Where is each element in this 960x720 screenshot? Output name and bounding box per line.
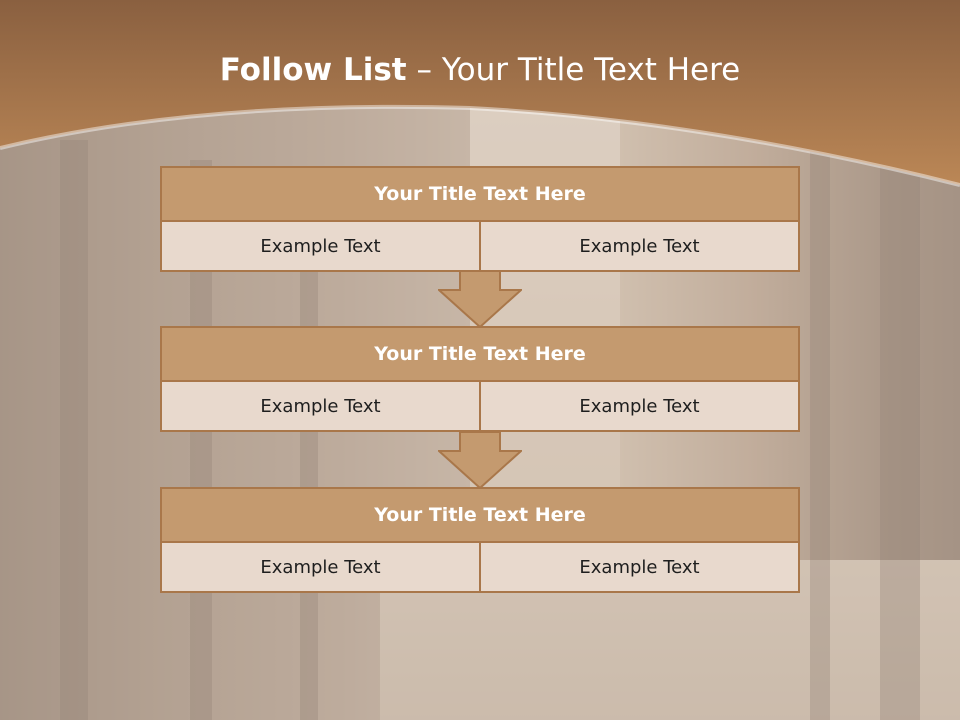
step-row: Example Text Example Text <box>160 222 800 272</box>
header-band <box>0 0 960 187</box>
step-row: Example Text Example Text <box>160 543 800 593</box>
step-row: Example Text Example Text <box>160 382 800 432</box>
slide-title: Follow List – Your Title Text Here <box>0 52 960 88</box>
step-block-2: Your Title Text Here Example Text Exampl… <box>160 326 800 432</box>
step-title: Your Title Text Here <box>160 326 800 382</box>
slide-title-rest: – Your Title Text Here <box>406 52 741 88</box>
down-arrow-icon <box>438 431 522 489</box>
slide-title-bold: Follow List <box>219 52 407 88</box>
step-block-1: Your Title Text Here Example Text Exampl… <box>160 166 800 272</box>
step-cell-left: Example Text <box>160 543 481 593</box>
step-title: Your Title Text Here <box>160 166 800 222</box>
step-cell-left: Example Text <box>160 222 481 272</box>
step-title: Your Title Text Here <box>160 487 800 543</box>
step-cell-right: Example Text <box>481 382 800 432</box>
step-cell-left: Example Text <box>160 382 481 432</box>
down-arrow-icon <box>438 270 522 328</box>
step-block-3: Your Title Text Here Example Text Exampl… <box>160 487 800 593</box>
step-cell-right: Example Text <box>481 222 800 272</box>
step-cell-right: Example Text <box>481 543 800 593</box>
